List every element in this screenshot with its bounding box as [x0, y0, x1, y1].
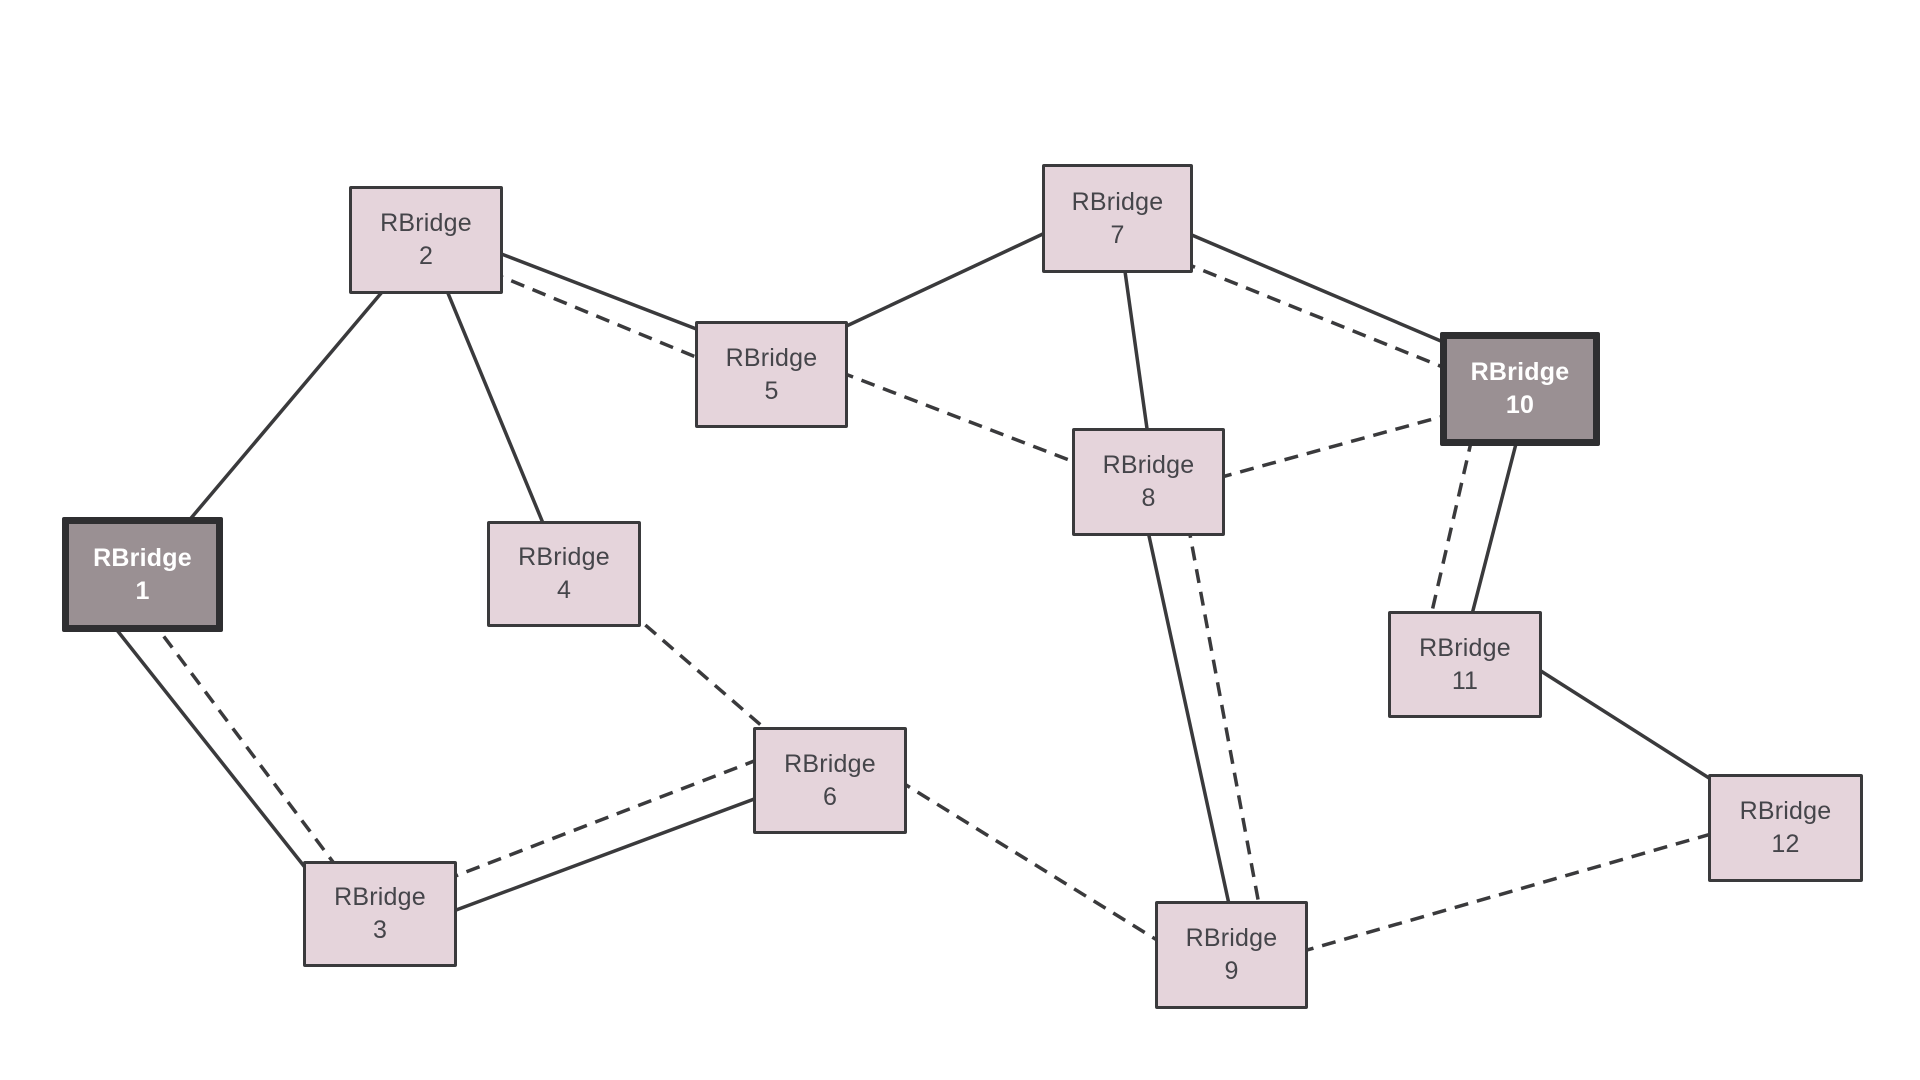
node-label-name: RBridge [1739, 797, 1832, 825]
node-label-name: RBridge [1419, 633, 1511, 662]
node-label-name: RBridge [1470, 358, 1570, 386]
node-label-number: 1 [135, 576, 150, 605]
node-rbridge-9: RBridge 9 [1155, 901, 1308, 1009]
edge-rbridge-4-rbridge-6-dashed [626, 608, 780, 742]
node-rbridge-10: RBridge 10 [1440, 332, 1600, 446]
node-label-name: RBridge [518, 543, 610, 571]
edge-rbridge-3-rbridge-6-solid [439, 793, 766, 918]
edge-rbridge-10-rbridge-11-dashed [1428, 437, 1474, 621]
node-label-number: 3 [372, 916, 388, 944]
edge-rbridge-2-rbridge-4-solid [424, 239, 566, 575]
edge-rbridge-5-rbridge-7-solid [837, 223, 1063, 332]
node-label-number: 8 [1141, 484, 1156, 512]
edge-rbridge-8-rbridge-9-dashed [1186, 523, 1262, 911]
edge-rbridge-7-rbridge-10-solid [1179, 228, 1463, 352]
node-label-number: 12 [1771, 830, 1800, 858]
node-label-number: 6 [822, 782, 838, 811]
edge-rbridge-2-rbridge-5-dashed [489, 270, 709, 364]
node-label-number: 4 [556, 576, 572, 604]
edge-rbridge-2-rbridge-5-solid [464, 238, 726, 342]
node-label-name: RBridge [334, 883, 426, 911]
node-label-number: 5 [764, 376, 779, 405]
node-rbridge-8: RBridge 8 [1072, 428, 1225, 536]
node-label-name: RBridge [725, 343, 818, 372]
node-label-number: 11 [1451, 666, 1479, 695]
edge-rbridge-5-rbridge-8-dashed [839, 370, 1083, 467]
edge-rbridge-7-rbridge-10-dashed [1181, 260, 1456, 374]
node-label-number: 9 [1224, 957, 1239, 985]
edge-rbridge-11-rbridge-12-solid [1532, 664, 1721, 787]
node-rbridge-4: RBridge 4 [487, 521, 641, 627]
node-label-number: 10 [1505, 391, 1535, 419]
edge-rbridge-1-rbridge-3-solid [103, 613, 317, 882]
edge-rbridge-10-rbridge-11-solid [1468, 435, 1520, 623]
node-rbridge-11: RBridge 11 [1388, 611, 1542, 718]
edge-rbridge-1-rbridge-3-dashed [148, 616, 350, 884]
node-rbridge-5: RBridge 5 [695, 321, 848, 428]
node-rbridge-7: RBridge 7 [1042, 164, 1193, 273]
node-label-name: RBridge [1071, 187, 1164, 216]
node-rbridge-3: RBridge 3 [303, 861, 457, 967]
node-label-name: RBridge [1185, 924, 1278, 952]
edge-rbridge-6-rbridge-9-dashed [897, 778, 1166, 947]
node-rbridge-12: RBridge 12 [1708, 774, 1863, 882]
edge-rbridge-7-rbridge-8-solid [1120, 249, 1152, 451]
edge-rbridge-3-rbridge-6-dashed [444, 756, 763, 882]
node-label-name: RBridge [784, 749, 876, 778]
node-label-name: RBridge [93, 543, 192, 572]
node-label-name: RBridge [380, 209, 472, 237]
node-label-name: RBridge [1102, 451, 1195, 479]
node-rbridge-6: RBridge 6 [753, 727, 907, 834]
node-rbridge-1: RBridge 1 [62, 517, 223, 632]
node-label-number: 2 [418, 242, 434, 270]
node-label-number: 7 [1110, 220, 1125, 249]
node-rbridge-2: RBridge 2 [349, 186, 503, 294]
edge-rbridge-9-rbridge-12-dashed [1299, 830, 1719, 954]
edge-rbridge-8-rbridge-10-dashed [1217, 411, 1456, 480]
edge-rbridge-8-rbridge-9-solid [1144, 521, 1234, 919]
